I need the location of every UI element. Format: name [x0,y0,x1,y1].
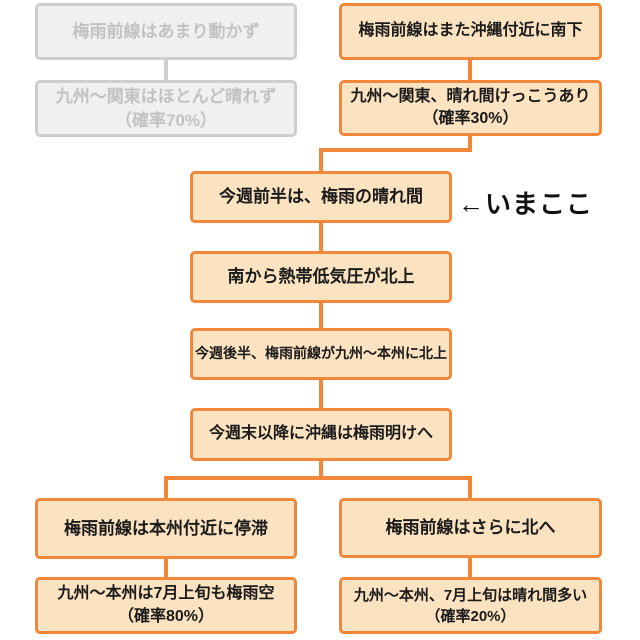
node-tropical-low-moves-north: 南から熱帯低気圧が北上 [190,251,452,303]
connector-vertical [319,378,323,410]
connector-elbow-down [468,134,472,152]
connector-vertical [468,556,472,579]
node-label: 梅雨前線は本州付近に停滞 [64,518,268,538]
node-kyushu-kanto-no-sun: 九州〜関東はほとんど晴れず （確率70%） [35,80,297,137]
connector-vertical [319,301,323,330]
connector-split-left [164,476,168,500]
connector-split-stem [319,459,323,480]
node-july-mostly-sunny: 九州〜本州、7月上旬は晴れ間多い （確率20%） [339,577,602,634]
node-front-further-north: 梅雨前線はさらに北へ [339,498,602,558]
node-label-line1: 九州〜本州、7月上旬は晴れ間多い [353,586,588,604]
node-label: 今週末以降に沖縄は梅雨明けへ [208,425,433,443]
connector-gray-vertical [164,58,168,82]
connector-split-horizontal [164,476,472,480]
node-label-line2: （確率70%） [114,110,218,130]
node-label: 今週後半、梅雨前線が九州〜本州に北上 [195,345,447,362]
you-are-here-marker: ←いまここ [458,189,594,219]
node-front-south-okinawa: 梅雨前線はまた沖縄付近に南下 [339,3,602,60]
node-front-moves-to-honshu: 今週後半、梅雨前線が九州〜本州に北上 [190,328,452,380]
node-label: 南から熱帯低気圧が北上 [227,267,415,287]
connector-elbow-horizontal [319,148,472,152]
connector-elbow-into-current [319,148,323,173]
node-kyushu-kanto-some-sun: 九州〜関東、晴れ間けっこうあり （確率30%） [339,80,602,136]
node-july-still-rainy: 九州〜本州は7月上旬も梅雨空 （確率80%） [35,577,297,634]
node-label-line2: （確率20%） [425,607,516,625]
connector-vertical [319,221,323,253]
node-label: 梅雨前線はさらに北へ [385,518,556,538]
node-current-sunny-spell: 今週前半は、梅雨の晴れ間 [190,171,452,223]
node-front-not-moving: 梅雨前線はあまり動かず [35,3,297,60]
connector-split-right [468,476,472,500]
node-label-line2: （確率80%） [117,607,215,625]
node-front-stays-honshu: 梅雨前線は本州付近に停滞 [35,498,297,559]
node-label: 梅雨前線はあまり動かず [72,21,260,41]
node-label-line1: 九州〜関東、晴れ間けっこうあり [350,87,591,105]
node-label-line1: 九州〜関東はほとんど晴れず [55,86,277,106]
node-okinawa-rainy-season-ends: 今週末以降に沖縄は梅雨明けへ [190,408,452,461]
connector-vertical [164,557,168,580]
node-label: 梅雨前線はまた沖縄付近に南下 [358,22,583,40]
connector-vertical [468,58,472,82]
node-label-line2: （確率30%） [422,110,519,127]
node-label-line1: 九州〜本州は7月上旬も梅雨空 [57,585,275,603]
node-label: 今週前半は、梅雨の晴れ間 [219,187,423,207]
